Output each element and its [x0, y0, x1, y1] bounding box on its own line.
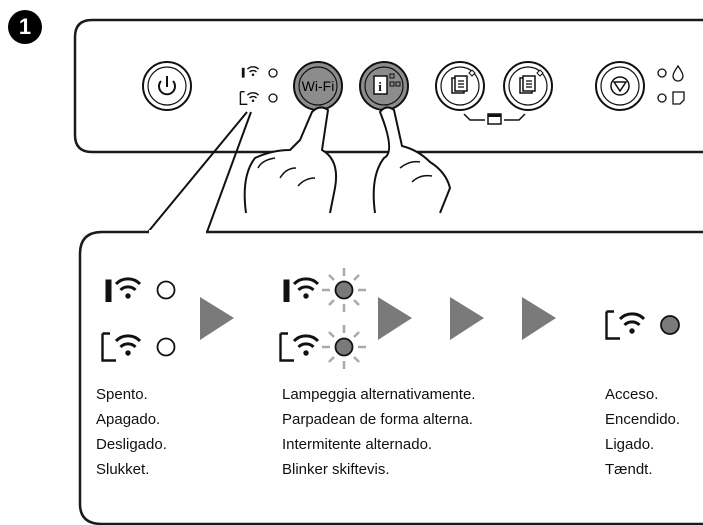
- control-panel-outline: [73, 18, 703, 154]
- wifi-direct-icon: [101, 332, 142, 362]
- paper-icon: [672, 91, 685, 105]
- panel-wifi-indicator: [241, 66, 260, 78]
- state-off-text: Spento. Apagado. Desligado. Slukket.: [96, 382, 167, 482]
- state-alternating-line: Blinker skiftevis.: [282, 461, 390, 478]
- wifi-button-label: Wi-Fi: [302, 78, 335, 94]
- copy-color-icon: [519, 69, 544, 94]
- state-off-line: Spento.: [96, 386, 148, 403]
- state-on-line: Acceso.: [605, 386, 659, 403]
- step-number-badge: 1: [8, 10, 42, 44]
- svg-text:i: i: [378, 79, 382, 94]
- copy-bw-button[interactable]: [435, 61, 485, 111]
- wifi-direct-icon: [279, 332, 320, 362]
- arrow-icon: [522, 297, 556, 340]
- network-status-button[interactable]: i: [359, 61, 409, 111]
- stop-icon: [610, 76, 630, 96]
- light-on-icon: [660, 315, 680, 335]
- wifi-button[interactable]: Wi-Fi: [293, 61, 343, 111]
- state-off-line: Desligado.: [96, 436, 167, 453]
- ink-icon: [672, 64, 684, 82]
- hand-icon: [372, 106, 451, 214]
- state-alternating-line: Parpadean de forma alterna.: [282, 411, 473, 428]
- paper-light: [657, 93, 667, 103]
- light-off-icon: [156, 280, 176, 300]
- paper-size-indicator: [463, 113, 526, 125]
- wifi-icon: [105, 277, 142, 302]
- light-blinking-icon: [322, 268, 366, 312]
- state-on-line: Encendido.: [605, 411, 681, 428]
- state-off-line: Slukket.: [96, 461, 150, 478]
- ink-light: [657, 68, 667, 78]
- light-off-icon: [156, 337, 176, 357]
- network-status-sheet-icon: i: [373, 73, 401, 95]
- copy-color-button[interactable]: [503, 61, 553, 111]
- copy-bw-icon: [451, 69, 476, 94]
- panel-wifi-direct-indicator: [239, 91, 260, 105]
- stop-button[interactable]: [595, 61, 645, 111]
- state-on-line: Tændt.: [605, 461, 653, 478]
- arrow-icon: [450, 297, 484, 340]
- state-alternating-text: Lampeggia alternativamente. Parpadean de…: [282, 382, 475, 482]
- power-button[interactable]: [142, 61, 192, 111]
- callout-line: [147, 111, 248, 233]
- state-on-text: Acceso. Encendido. Ligado. Tændt.: [605, 382, 680, 482]
- state-alternating-line: Intermitente alternado.: [282, 436, 433, 453]
- light-blinking-icon: [322, 325, 366, 369]
- callout-line: [206, 111, 252, 233]
- wifi-icon: [283, 277, 320, 302]
- panel-wifi-light: [268, 68, 278, 78]
- state-off-line: Apagado.: [96, 411, 161, 428]
- state-alternating-line: Lampeggia alternativamente.: [282, 386, 476, 403]
- hand-icon: [243, 106, 338, 214]
- power-icon: [158, 76, 176, 96]
- panel-wifi-direct-light: [268, 93, 278, 103]
- detail-box-outline: [78, 230, 703, 525]
- arrow-icon: [378, 297, 412, 340]
- wifi-direct-icon: [605, 310, 646, 340]
- arrow-icon: [200, 297, 234, 340]
- state-on-line: Ligado.: [605, 436, 655, 453]
